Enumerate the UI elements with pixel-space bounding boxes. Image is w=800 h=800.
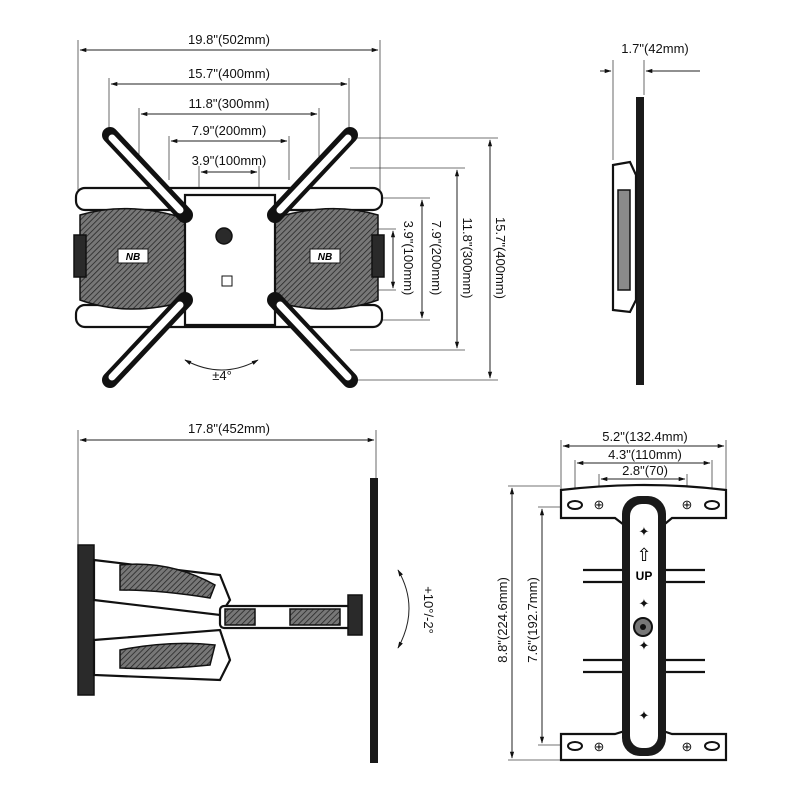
extension-label: 17.8"(452mm) [188, 421, 270, 436]
front-vertical-dimensions: 3.9"(100mm) 7.9"(200mm) 11.8"(300mm) 15.… [290, 137, 508, 381]
v-spacing-300-label: 11.8"(300mm) [460, 218, 475, 299]
svg-text:⊕: ⊕ [594, 497, 605, 512]
front-horizontal-dimensions: 19.8"(502mm) 15.7"(400mm) 11.8"(300mm) 7… [77, 32, 381, 200]
plate-hole-inner-label: 2.8"(70) [622, 463, 668, 478]
h-spacing-400-label: 15.7"(400mm) [188, 66, 270, 81]
wall-plate-view: 5.2"(132.4mm) 4.3"(110mm) 2.8"(70) 8.8"(… [495, 429, 728, 762]
svg-text:✦: ✦ [639, 596, 650, 611]
svg-text:⊕: ⊕ [682, 739, 693, 754]
svg-text:✦: ✦ [639, 638, 650, 653]
svg-text:✦: ✦ [639, 708, 650, 723]
logo-right: NB [318, 252, 332, 263]
v-spacing-100-label: 3.9"(100mm) [401, 221, 416, 296]
width-overall-label: 19.8"(502mm) [188, 32, 270, 47]
svg-text:⊕: ⊕ [682, 497, 693, 512]
up-label: UP [636, 569, 653, 583]
v-spacing-200-label: 7.9"(200mm) [429, 221, 444, 296]
h-spacing-100-label: 3.9"(100mm) [192, 153, 267, 168]
tilt-label: +10°/-2° [421, 586, 436, 634]
svg-text:⊕: ⊕ [594, 739, 605, 754]
plate-width-label: 5.2"(132.4mm) [602, 429, 688, 444]
logo-left: NB [126, 252, 140, 263]
swivel-label: ±4° [212, 368, 232, 383]
h-spacing-200-label: 7.9"(200mm) [192, 123, 267, 138]
front-mount-drawing: NB NB ±4° [73, 127, 385, 388]
plate-height-label: 8.8"(224.6mm) [495, 577, 510, 663]
extended-view: 17.8"(452mm) +10°/-2° [77, 421, 436, 763]
up-arrow-icon: ⇧ [636, 545, 651, 565]
plate-vertical-holes-label: 7.6"(192.7mm) [525, 577, 540, 663]
front-view: 19.8"(502mm) 15.7"(400mm) 11.8"(300mm) 7… [73, 32, 508, 388]
side-view: 1.7"(42mm) [600, 41, 700, 385]
plate-hole-outer-label: 4.3"(110mm) [608, 447, 682, 462]
svg-text:✦: ✦ [639, 524, 650, 539]
side-depth-label: 1.7"(42mm) [621, 41, 688, 56]
v-spacing-400-label: 15.7"(400mm) [493, 217, 508, 299]
h-spacing-300-label: 11.8"(300mm) [189, 96, 270, 111]
